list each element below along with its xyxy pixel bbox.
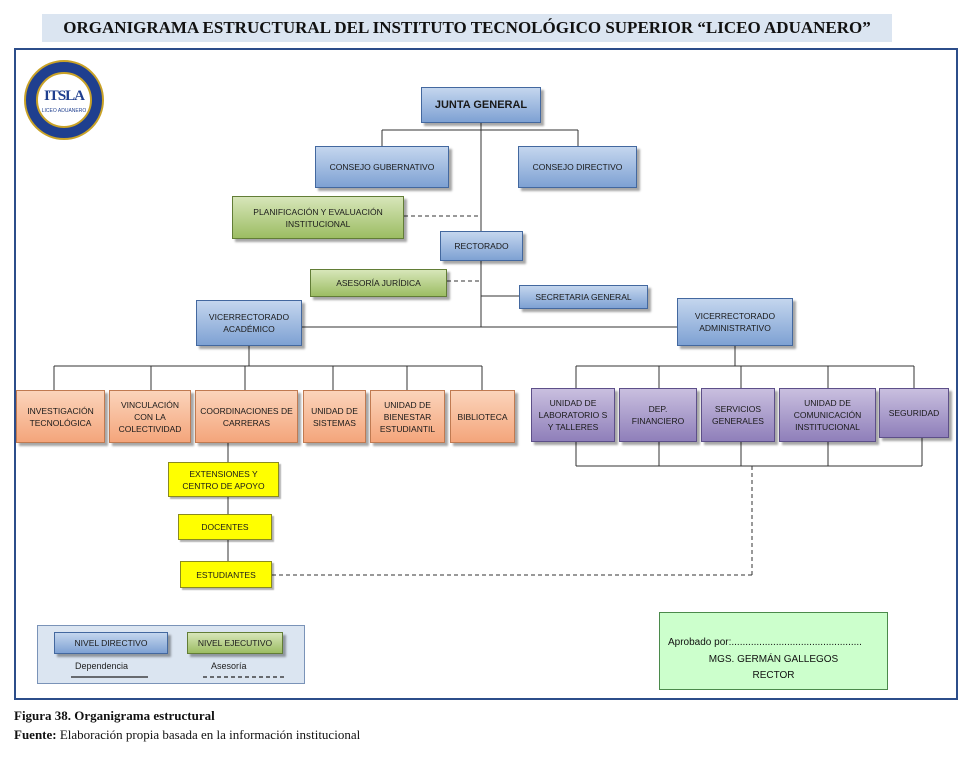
consejo-directivo-box: CONSEJO DIRECTIVO (518, 146, 637, 188)
seguridad-box: SEGURIDAD (879, 388, 949, 438)
legend: NIVEL DIRECTIVO NIVEL EJECUTIVO Dependen… (37, 625, 305, 684)
rectorado-box: RECTORADO (440, 231, 523, 261)
vicerrectorado-academico-box: VICERRECTORADO ACADÉMICO (196, 300, 302, 346)
planificacion-box: PLANIFICACIÓN Y EVALUACIÓN INSTITUCIONAL (232, 196, 404, 239)
servicios-generales-box: SERVICIOS GENERALES (701, 388, 775, 442)
approval-box: Aprobado por:...........................… (659, 612, 888, 690)
unidad-sistemas-box: UNIDAD DE SISTEMAS (303, 390, 366, 443)
source-caption: Fuente: Elaboración propia basada en la … (14, 727, 360, 743)
legend-dependencia: Dependencia (75, 661, 129, 671)
figure-caption: Figura 38. Organigrama estructural (14, 708, 215, 723)
unidad-laboratorio-box: UNIDAD DE LABORATORIO S Y TALLERES (531, 388, 615, 442)
consejo-gubernativo-box: CONSEJO GUBERNATIVO (315, 146, 449, 188)
org-chart-frame (14, 48, 958, 700)
vicerrectorado-administrativo-box: VICERRECTORADO ADMINISTRATIVO (677, 298, 793, 346)
itsla-logo: ITSLA LICEO ADUANERO (24, 60, 104, 140)
extensiones-box: EXTENSIONES Y CENTRO DE APOYO (168, 462, 279, 497)
legend-line-samples (71, 676, 284, 678)
approval-role: RECTOR (752, 670, 795, 681)
estudiantes-box: ESTUDIANTES (180, 561, 272, 588)
vinculacion-box: VINCULACIÓN CON LA COLECTIVIDAD (109, 390, 191, 443)
investigacion-box: INVESTIGACIÓN TECNOLÓGICA (16, 390, 105, 443)
biblioteca-box: BIBLIOTECA (450, 390, 515, 443)
source-text: Elaboración propia basada en la informac… (56, 727, 361, 742)
dep-financiero-box: DEP. FINANCIERO (619, 388, 697, 442)
approval-label: Aprobado por:...........................… (668, 637, 862, 648)
unidad-comunicacion-box: UNIDAD DE COMUNICACIÓN INSTITUCIONAL (779, 388, 876, 442)
coordinaciones-box: COORDINACIONES DE CARRERAS (195, 390, 298, 443)
asesoria-juridica-box: ASESORÍA JURÍDICA (310, 269, 447, 297)
legend-nivel-directivo: NIVEL DIRECTIVO (54, 632, 168, 654)
legend-asesoria: Asesoría (211, 661, 247, 671)
page-title: ORGANIGRAMA ESTRUCTURAL DEL INSTITUTO TE… (42, 14, 892, 42)
approval-name: MGS. GERMÁN GALLEGOS (708, 654, 839, 665)
docentes-box: DOCENTES (178, 514, 272, 540)
secretaria-general-box: SECRETARIA GENERAL (519, 285, 648, 309)
junta-general-box: JUNTA GENERAL (421, 87, 541, 123)
unidad-bienestar-box: UNIDAD DE BIENESTAR ESTUDIANTIL (370, 390, 445, 443)
legend-nivel-ejecutivo: NIVEL EJECUTIVO (187, 632, 283, 654)
source-label: Fuente: (14, 727, 57, 742)
